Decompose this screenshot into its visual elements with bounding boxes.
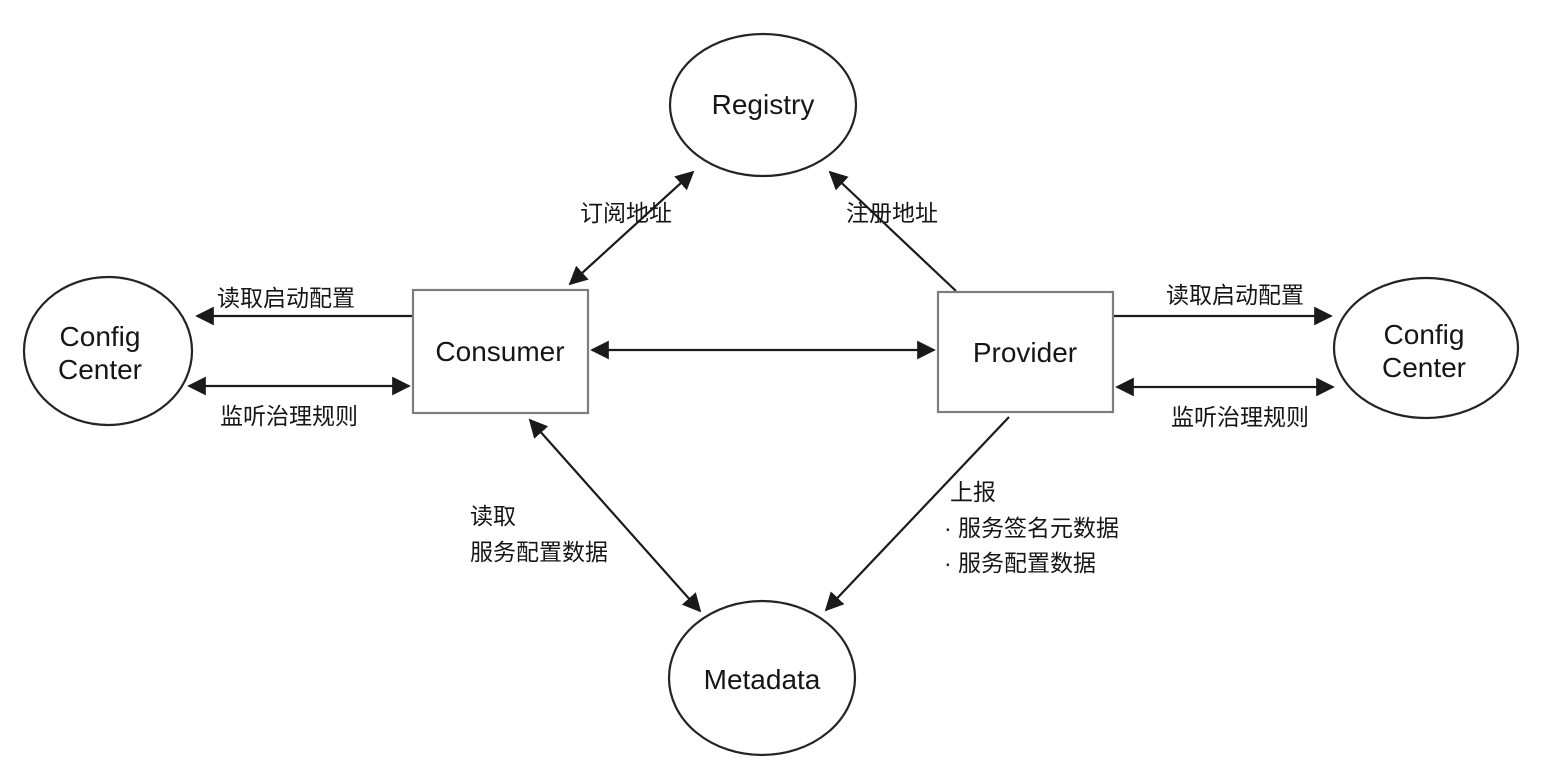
edge-provider-metadata: 上报 · 服务签名元数据 · 服务配置数据 <box>824 416 1119 612</box>
listen-governance-rules-right-label: 监听治理规则 <box>1171 404 1309 430</box>
report-label-line1: 上报 <box>950 479 996 505</box>
provider-label: Provider <box>973 337 1077 368</box>
config-center-right-shape <box>1332 276 1520 420</box>
read-service-config-arrow <box>528 418 702 613</box>
report-label-line3: · 服务配置数据 <box>944 550 1096 576</box>
config-center-right-label-line2: Center <box>1382 352 1466 383</box>
edge-provider-registry: 注册地址 <box>828 170 957 292</box>
edge-provider-configcenter-top: 读取启动配置 <box>1113 282 1333 326</box>
register-address-label: 注册地址 <box>846 200 938 226</box>
consumer-shape <box>411 288 590 415</box>
node-metadata: Metadata <box>667 599 857 757</box>
report-label-line2: · 服务签名元数据 <box>944 515 1119 541</box>
config-center-left-label-line2: Center <box>58 354 142 385</box>
provider-shape <box>936 290 1115 414</box>
edge-consumer-registry: 订阅地址 <box>568 170 695 286</box>
provider-registry-arrow <box>828 170 957 292</box>
registry-label: Registry <box>712 89 815 120</box>
read-startup-config-left-label: 读取启动配置 <box>217 285 355 311</box>
node-config-center-right: Config Center <box>1332 276 1520 420</box>
config-center-left-shape <box>22 275 194 427</box>
node-provider: Provider <box>936 290 1115 414</box>
subscribe-address-label: 订阅地址 <box>580 200 672 226</box>
metadata-label: Metadata <box>704 664 821 695</box>
node-config-center-left: Config Center <box>22 275 194 427</box>
metadata-shape <box>667 599 857 757</box>
edge-provider-configcenter-bottom: 监听治理规则 <box>1115 377 1335 430</box>
listen-governance-rules-left-label: 监听治理规则 <box>220 403 358 429</box>
node-consumer: Consumer <box>411 288 590 415</box>
consumer-registry-arrow <box>568 170 695 286</box>
node-registry: Registry <box>668 32 858 178</box>
config-center-left-label-line1: Config <box>60 321 141 352</box>
report-metadata-arrow <box>824 416 1010 612</box>
edge-consumer-configcenter-bottom: 监听治理规则 <box>187 376 411 429</box>
read-service-config-label-line1: 读取 <box>470 503 516 529</box>
read-service-config-label-line2: 服务配置数据 <box>470 539 608 565</box>
read-startup-config-right-label: 读取启动配置 <box>1166 282 1304 308</box>
consumer-label: Consumer <box>435 336 564 367</box>
edge-consumer-configcenter-top: 读取启动配置 <box>195 285 413 326</box>
edge-consumer-metadata: 读取 服务配置数据 <box>470 418 702 613</box>
registry-shape <box>668 32 858 178</box>
config-center-right-label-line1: Config <box>1384 319 1465 350</box>
